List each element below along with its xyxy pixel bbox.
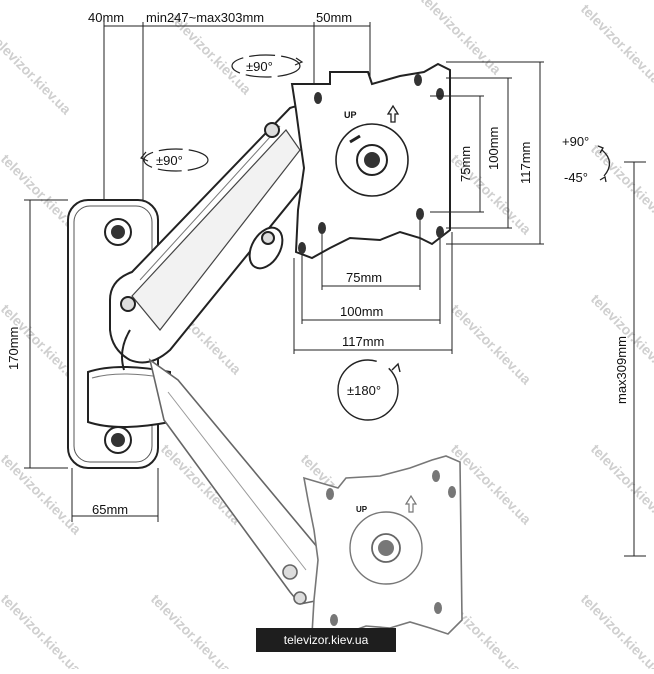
vesa-height-dimensions bbox=[430, 61, 544, 245]
tilt-down-label: -45° bbox=[564, 170, 588, 185]
watermark-text: televizor.kiev.ua bbox=[588, 141, 654, 228]
footer-watermark-badge: televizor.kiev.ua bbox=[256, 628, 396, 652]
dim-40mm: 40mm bbox=[88, 10, 124, 25]
watermark-text: televizor.kiev.ua bbox=[588, 441, 654, 528]
watermark-text: televizor.kiev.ua bbox=[448, 301, 535, 388]
dim-50mm: 50mm bbox=[316, 10, 352, 25]
watermark-text: televizor.kiev.ua bbox=[418, 0, 505, 77]
rotation-label-arm: ±90° bbox=[156, 153, 183, 168]
dim-w117: 117mm bbox=[342, 334, 384, 349]
rotation-arrow-top bbox=[231, 54, 304, 78]
rotation-arrow-arm bbox=[140, 148, 209, 172]
plate-height-dimension bbox=[24, 199, 68, 469]
dim-max-height: max309mm bbox=[614, 336, 629, 404]
dim-arm-range: min247~max303mm bbox=[146, 10, 264, 25]
dim-plate-width: 65mm bbox=[92, 502, 128, 517]
rotation-label-top: ±90° bbox=[246, 59, 273, 74]
dim-h75: 75mm bbox=[458, 146, 473, 182]
vesa-width-dimensions bbox=[293, 220, 453, 354]
tilt-up-label: +90° bbox=[562, 134, 589, 149]
dim-h100: 100mm bbox=[486, 127, 501, 170]
dim-h117: 117mm bbox=[518, 142, 533, 184]
up-label-top: UP bbox=[344, 110, 357, 120]
tilt-arrow bbox=[597, 145, 611, 183]
max-height-dimension bbox=[624, 161, 646, 557]
arm-upper bbox=[109, 104, 319, 371]
up-label-bottom: UP bbox=[356, 505, 368, 514]
watermark-text: televizor.kiev.ua bbox=[578, 1, 654, 88]
watermark-text: televizor.kiev.ua bbox=[0, 31, 75, 118]
dim-w100: 100mm bbox=[340, 304, 383, 319]
vesa-plate-bottom bbox=[302, 455, 463, 641]
watermark-text: televizor.kiev.ua bbox=[578, 591, 654, 669]
top-dimensions bbox=[103, 22, 371, 200]
vesa-plate-top bbox=[290, 62, 451, 260]
dim-plate-height: 170mm bbox=[6, 327, 21, 370]
dim-w75: 75mm bbox=[346, 270, 382, 285]
plate-width-dimension bbox=[71, 468, 159, 522]
rotation-arrow-bottom bbox=[337, 359, 401, 421]
watermark-text: televizor.kiev.ua bbox=[148, 591, 235, 669]
rotation-label-bottom: ±180° bbox=[347, 383, 381, 398]
watermark-text: televizor.kiev.ua bbox=[0, 591, 85, 669]
